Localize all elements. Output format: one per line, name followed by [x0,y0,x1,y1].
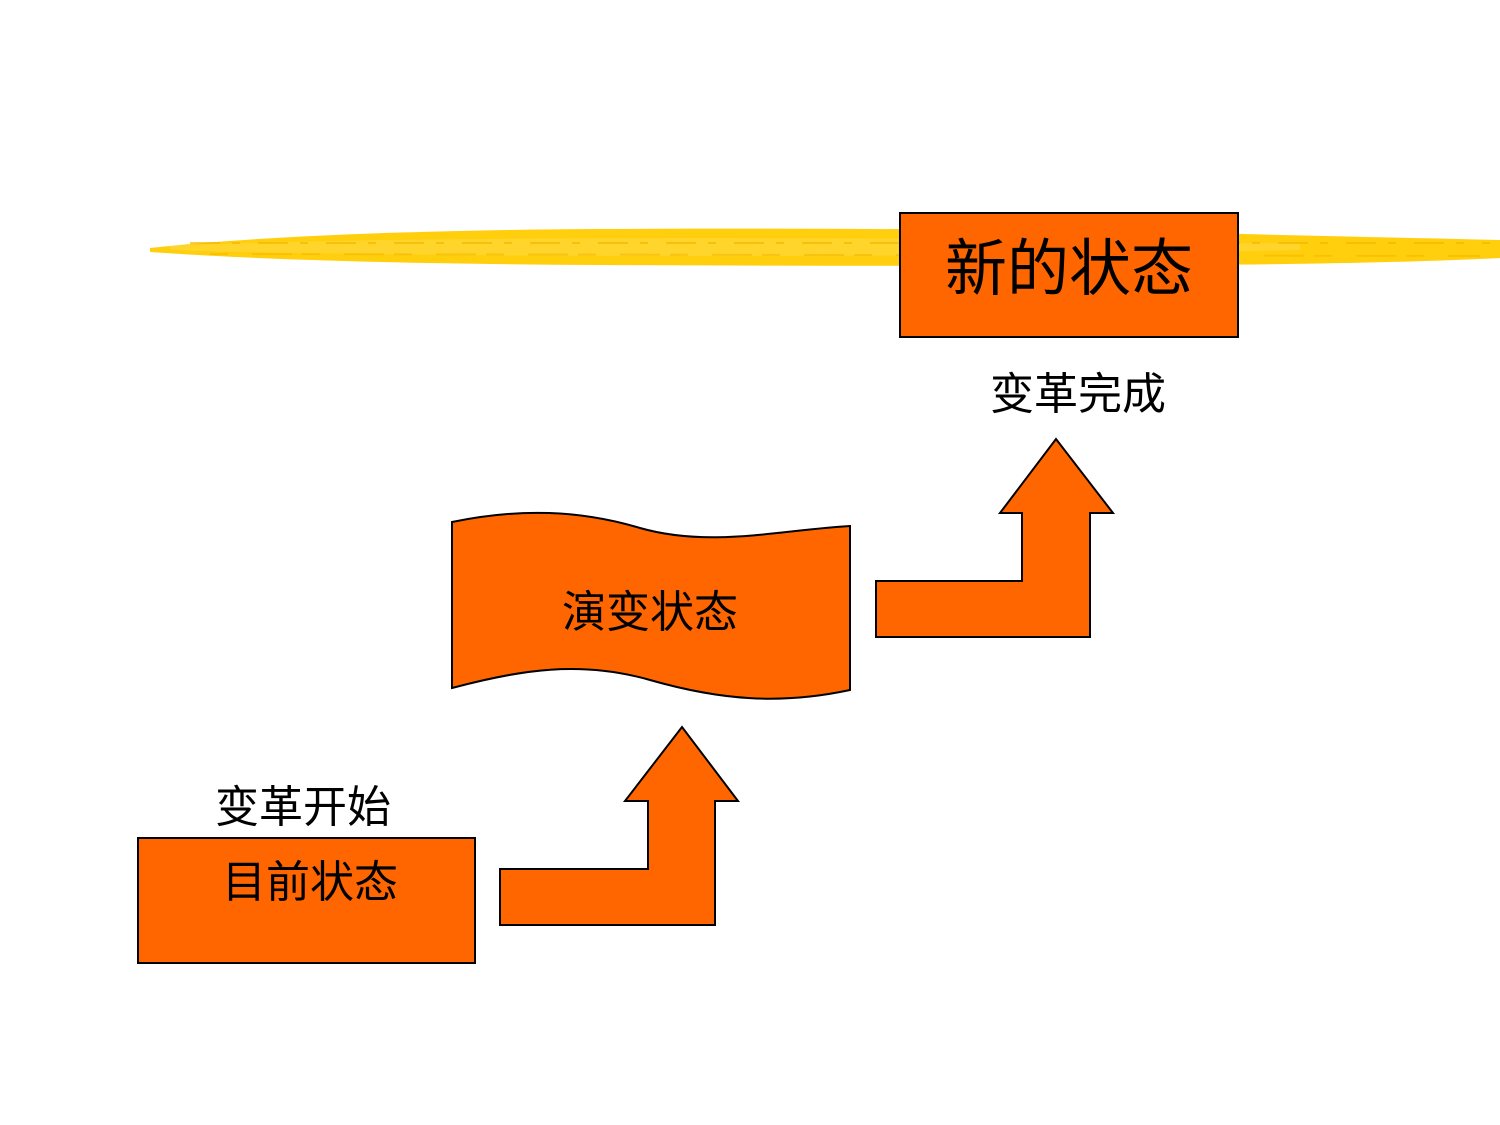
current-state-box [137,837,476,964]
transition-state-banner [451,511,851,700]
bent-up-arrow-upper [875,437,1116,638]
change-start-caption: 变革开始 [215,782,391,833]
transition-state-label: 演变状态 [562,587,738,638]
bent-up-arrow-lower [499,725,741,926]
new-state-box [899,212,1239,338]
change-complete-caption: 变革完成 [990,369,1166,420]
new-state-label: 新的状态 [945,232,1193,305]
current-state-label: 目前状态 [222,857,398,908]
yellow-brush-stroke [150,228,1500,266]
